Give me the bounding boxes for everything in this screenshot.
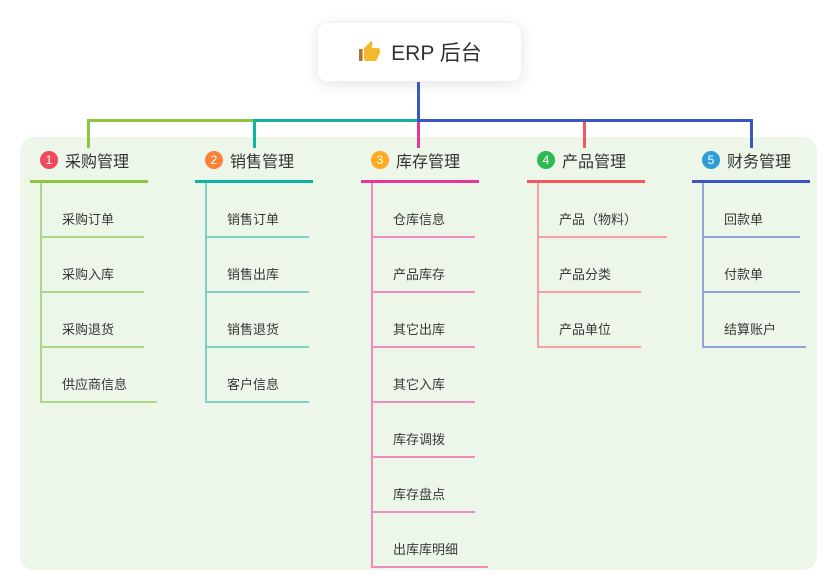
branch-header-finance[interactable]: 5 财务管理: [692, 148, 810, 183]
child-node-label: 其它出库: [393, 322, 446, 337]
child-node[interactable]: 采购订单: [42, 183, 145, 238]
branch-title: 销售管理: [230, 154, 295, 171]
branch-title: 产品管理: [562, 154, 627, 171]
branch-children-sales: 销售订单销售出库销售退货客户信息: [205, 183, 310, 403]
branch-children-purchase: 采购订单采购入库采购退货供应商信息: [40, 183, 158, 403]
root-title: ERP 后台: [391, 42, 482, 65]
child-node[interactable]: 库存盘点: [373, 458, 476, 513]
mindmap-background-panel: [20, 137, 817, 570]
root-node[interactable]: ERP 后台: [317, 22, 522, 82]
child-node[interactable]: 采购退货: [42, 293, 145, 348]
connector-bus-green: [87, 119, 254, 122]
child-node[interactable]: 产品分类: [539, 238, 642, 293]
branch-product: 4 产品管理产品（物料） 产品分类产品单位: [527, 148, 668, 348]
branch-finance: 5 财务管理回款单付款单结算账户: [692, 148, 810, 348]
child-node[interactable]: 结算账户: [704, 293, 807, 348]
branch-header-inventory[interactable]: 3 库存管理: [361, 148, 479, 183]
child-node[interactable]: 采购入库: [42, 238, 145, 293]
connector-bus-teal: [253, 119, 419, 122]
child-node[interactable]: 销售出库: [207, 238, 310, 293]
branch-header-purchase[interactable]: 1 采购管理: [30, 148, 148, 183]
branch-title: 库存管理: [396, 154, 461, 171]
connector-stub-sales: [253, 119, 256, 148]
child-node[interactable]: 产品库存: [373, 238, 476, 293]
branch-number-badge: 1: [40, 151, 58, 169]
child-node[interactable]: 客户信息: [207, 348, 310, 403]
child-node[interactable]: 仓库信息: [373, 183, 476, 238]
branch-number-badge: 4: [537, 151, 555, 169]
branch-children-inventory: 仓库信息产品库存其它出库其它入库库存调拨库存盘点出库库明细: [371, 183, 489, 568]
child-node-label: 结算账户: [724, 322, 777, 337]
thumbs-up-icon: [357, 40, 381, 64]
branch-number-badge: 2: [205, 151, 223, 169]
connector-stub-inventory: [417, 122, 420, 148]
branch-number-badge: 3: [371, 151, 389, 169]
child-node[interactable]: 供应商信息: [42, 348, 158, 403]
child-node-label: 采购退货: [62, 322, 115, 337]
branch-children-finance: 回款单付款单结算账户: [702, 183, 807, 348]
child-node[interactable]: 付款单: [704, 238, 800, 293]
child-node-label: 采购入库: [62, 267, 115, 282]
branch-purchase: 1 采购管理采购订单采购入库采购退货供应商信息: [30, 148, 158, 403]
branch-title: 采购管理: [65, 154, 130, 171]
connector-stub-purchase: [87, 119, 90, 148]
branch-children-product: 产品（物料） 产品分类产品单位: [537, 183, 668, 348]
child-node-label: 仓库信息: [393, 212, 446, 227]
child-node[interactable]: 产品单位: [539, 293, 642, 348]
connector-stub-finance: [750, 119, 753, 148]
child-node-label: 客户信息: [227, 377, 280, 392]
connector-root-stem: [417, 82, 420, 121]
connector-stub-product: [583, 122, 586, 148]
child-node-label: 产品库存: [393, 267, 446, 282]
branch-header-sales[interactable]: 2 销售管理: [195, 148, 313, 183]
child-node-label: 库存盘点: [393, 487, 446, 502]
child-node[interactable]: 其它出库: [373, 293, 476, 348]
child-node-label: 产品（物料）: [559, 212, 638, 227]
connector-bus-blue: [417, 119, 753, 122]
branch-inventory: 3 库存管理仓库信息产品库存其它出库其它入库库存调拨库存盘点出库库明细: [361, 148, 489, 568]
child-node-label: 其它入库: [393, 377, 446, 392]
child-node[interactable]: 回款单: [704, 183, 800, 238]
branch-title: 财务管理: [727, 154, 792, 171]
child-node-label: 库存调拨: [393, 432, 446, 447]
child-node-label: 采购订单: [62, 212, 115, 227]
child-node[interactable]: 销售退货: [207, 293, 310, 348]
branch-sales: 2 销售管理销售订单销售出库销售退货客户信息: [195, 148, 313, 403]
child-node-label: 回款单: [724, 212, 764, 227]
child-node[interactable]: 销售订单: [207, 183, 310, 238]
child-node-label: 供应商信息: [62, 377, 128, 392]
child-node[interactable]: 其它入库: [373, 348, 476, 403]
child-node[interactable]: 出库库明细: [373, 513, 489, 568]
child-node-label: 产品分类: [559, 267, 612, 282]
child-node-label: 销售出库: [227, 267, 280, 282]
child-node-label: 付款单: [724, 267, 764, 282]
child-node-label: 销售订单: [227, 212, 280, 227]
child-node[interactable]: 产品（物料）: [539, 183, 668, 238]
child-node-label: 产品单位: [559, 322, 612, 337]
branch-number-badge: 5: [702, 151, 720, 169]
child-node[interactable]: 库存调拨: [373, 403, 476, 458]
child-node-label: 销售退货: [227, 322, 280, 337]
child-node-label: 出库库明细: [393, 542, 459, 557]
branch-header-product[interactable]: 4 产品管理: [527, 148, 645, 183]
